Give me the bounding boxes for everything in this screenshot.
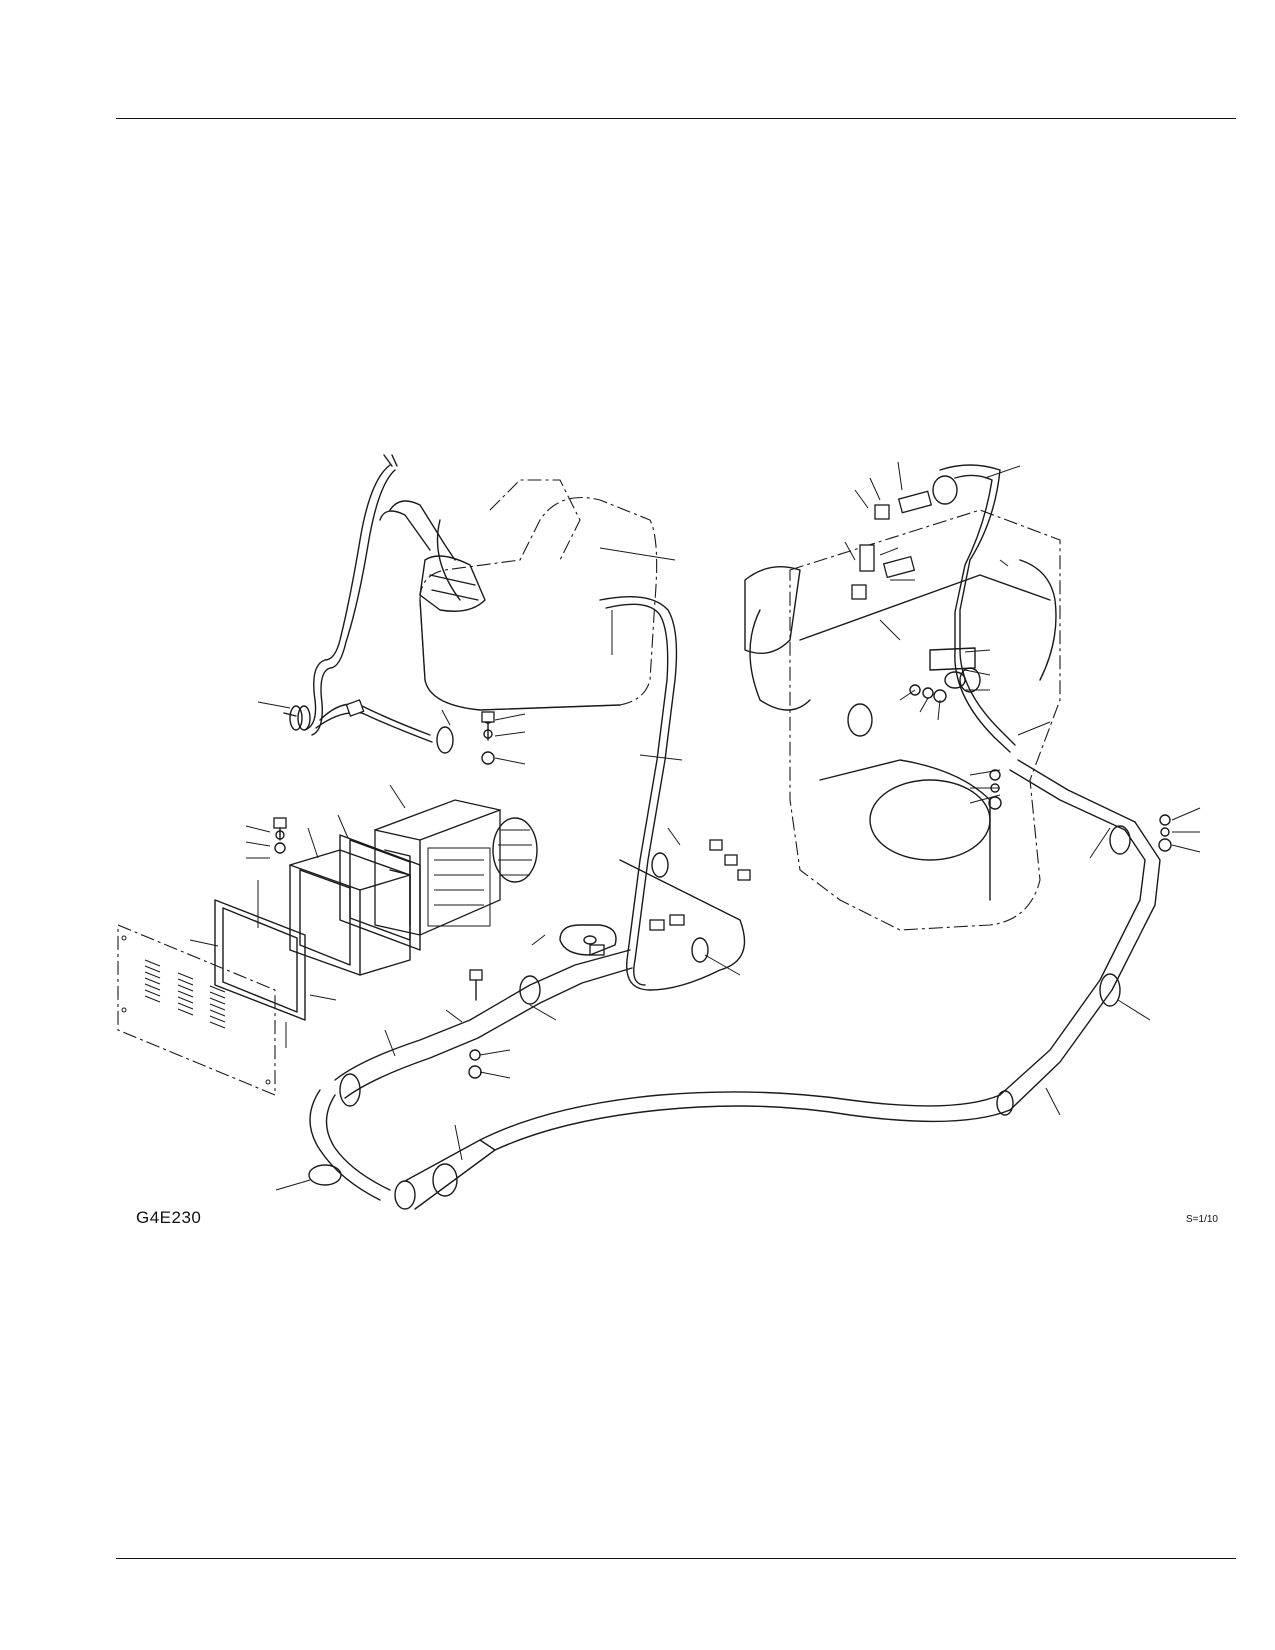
scale-note: S=1/10 [1186, 1214, 1218, 1225]
heater-hose-lower [309, 949, 1011, 1210]
leader-lines [189, 461, 1201, 1191]
wire-harness-left [304, 454, 433, 743]
air-duct-box [289, 849, 411, 976]
long-hose-center [599, 595, 678, 991]
heater-core-housing [374, 799, 538, 936]
engine-hose-upper [932, 464, 1016, 753]
hose-clamps [308, 667, 1131, 1197]
clamp-left-harness [283, 705, 311, 731]
footer-rule [116, 1558, 1236, 1559]
engine-clamp-bracket [929, 647, 976, 689]
console-tank [419, 479, 658, 711]
joystick-lever [379, 500, 486, 612]
louver-panel [117, 924, 276, 1096]
bolts [273, 711, 495, 1001]
mounting-plate [559, 924, 617, 956]
header-rule [116, 118, 1236, 119]
valve-assembly [851, 490, 933, 600]
heater-hose-right [996, 759, 1161, 1116]
engine-block [744, 509, 1061, 931]
figure-code: G4E230 [136, 1208, 202, 1227]
louver-panel-frame [214, 899, 306, 1021]
connectors-harness-center [589, 839, 751, 991]
